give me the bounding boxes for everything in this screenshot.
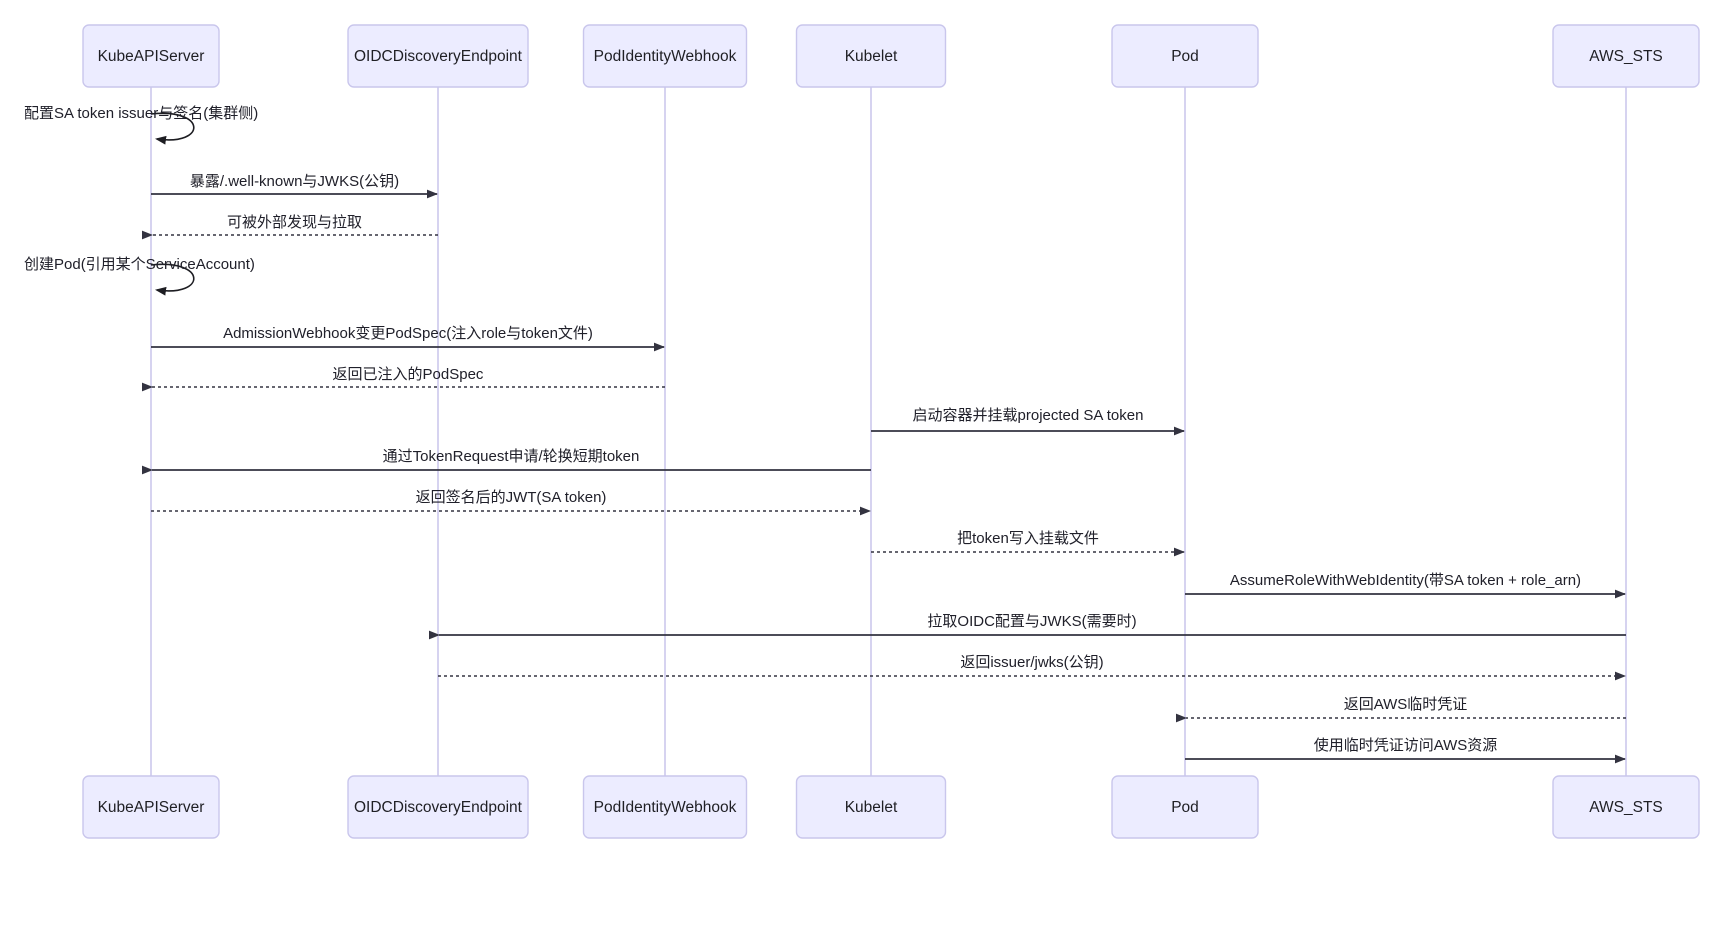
participant-label: KubeAPIServer bbox=[98, 48, 205, 65]
participant-box bbox=[1552, 775, 1700, 839]
message-label-m2: 暴露/.well-known与JWKS(公钥) bbox=[190, 173, 399, 190]
message-label-m4: 创建Pod(引用某个ServiceAccount) bbox=[24, 256, 255, 273]
participant-boxes-bottom: KubeAPIServer OIDCDiscoveryEndpoint PodIde… bbox=[82, 775, 1700, 839]
participant-box bbox=[347, 775, 529, 839]
participant-box bbox=[82, 24, 220, 88]
participant-podidentitywebhook-top[interactable]: PodIdentityWebhook bbox=[582, 24, 748, 88]
message-label-m10: 把token写入挂载文件 bbox=[957, 530, 1099, 547]
message-label-m9: 返回签名后的JWT(SA token) bbox=[416, 489, 607, 506]
participant-kubeapiserver-bottom[interactable]: KubeAPIServer bbox=[82, 775, 220, 839]
participant-box bbox=[347, 24, 529, 88]
participant-box bbox=[795, 775, 947, 839]
participant-label: Kubelet bbox=[845, 48, 898, 65]
message-label-m7: 启动容器并挂载projected SA token bbox=[913, 407, 1144, 424]
participant-label: OIDCDiscoveryEndpoint bbox=[354, 48, 523, 65]
participant-box bbox=[582, 24, 748, 88]
self-message-m4 bbox=[150, 263, 195, 296]
message-label-m14: 返回AWS临时凭证 bbox=[1344, 696, 1468, 713]
message-label-m1: 配置SA token issuer与签名(集群侧) bbox=[24, 105, 258, 122]
participant-aws_sts-top[interactable]: AWS_STS bbox=[1552, 24, 1700, 88]
participant-box bbox=[795, 24, 947, 88]
messages-group bbox=[142, 112, 1626, 764]
message-label-m11: AssumeRoleWithWebIdentity(带SA token + ro… bbox=[1230, 572, 1581, 589]
participant-box bbox=[1552, 24, 1700, 88]
message-label-m13: 返回issuer/jwks(公钥) bbox=[960, 654, 1103, 671]
lifelines-group bbox=[150, 87, 1627, 776]
participant-label: PodIdentityWebhook bbox=[594, 799, 737, 816]
participant-label: AWS_STS bbox=[1589, 799, 1663, 816]
message-label-m12: 拉取OIDC配置与JWKS(需要时) bbox=[927, 613, 1136, 630]
participant-podidentitywebhook-bottom[interactable]: PodIdentityWebhook bbox=[582, 775, 748, 839]
message-label-m8: 通过TokenRequest申请/轮换短期token bbox=[383, 448, 640, 465]
participant-pod-bottom[interactable]: Pod bbox=[1111, 775, 1259, 839]
participant-oidcdiscoveryendpoint-top[interactable]: OIDCDiscoveryEndpoint bbox=[347, 24, 529, 88]
participant-aws_sts-bottom[interactable]: AWS_STS bbox=[1552, 775, 1700, 839]
participant-label: Pod bbox=[1171, 799, 1199, 816]
participant-box bbox=[1111, 775, 1259, 839]
participant-label: Kubelet bbox=[845, 799, 898, 816]
participant-label: Pod bbox=[1171, 48, 1199, 65]
participant-label: AWS_STS bbox=[1589, 48, 1663, 65]
participant-box bbox=[582, 775, 748, 839]
participant-box bbox=[1111, 24, 1259, 88]
message-label-m5: AdmissionWebhook变更PodSpec(注入role与token文件… bbox=[223, 325, 593, 342]
message-label-m6: 返回已注入的PodSpec bbox=[333, 366, 484, 383]
participant-kubelet-bottom[interactable]: Kubelet bbox=[795, 775, 947, 839]
self-message-m1 bbox=[150, 112, 195, 145]
participant-label: PodIdentityWebhook bbox=[594, 48, 737, 65]
participant-kubeapiserver-top[interactable]: KubeAPIServer bbox=[82, 24, 220, 88]
participant-label: OIDCDiscoveryEndpoint bbox=[354, 799, 523, 816]
participant-boxes-top: KubeAPIServer OIDCDiscoveryEndpoint PodIde… bbox=[82, 24, 1700, 88]
participant-oidcdiscoveryendpoint-bottom[interactable]: OIDCDiscoveryEndpoint bbox=[347, 775, 529, 839]
participant-label: KubeAPIServer bbox=[98, 799, 205, 816]
message-label-m3: 可被外部发现与拉取 bbox=[227, 214, 362, 231]
participant-pod-top[interactable]: Pod bbox=[1111, 24, 1259, 88]
message-label-m15: 使用临时凭证访问AWS资源 bbox=[1314, 737, 1498, 754]
participant-box bbox=[82, 775, 220, 839]
message-labels-group: 配置SA token issuer与签名(集群侧) 暴露/.well-known与… bbox=[24, 105, 1581, 754]
participant-kubelet-top[interactable]: Kubelet bbox=[795, 24, 947, 88]
